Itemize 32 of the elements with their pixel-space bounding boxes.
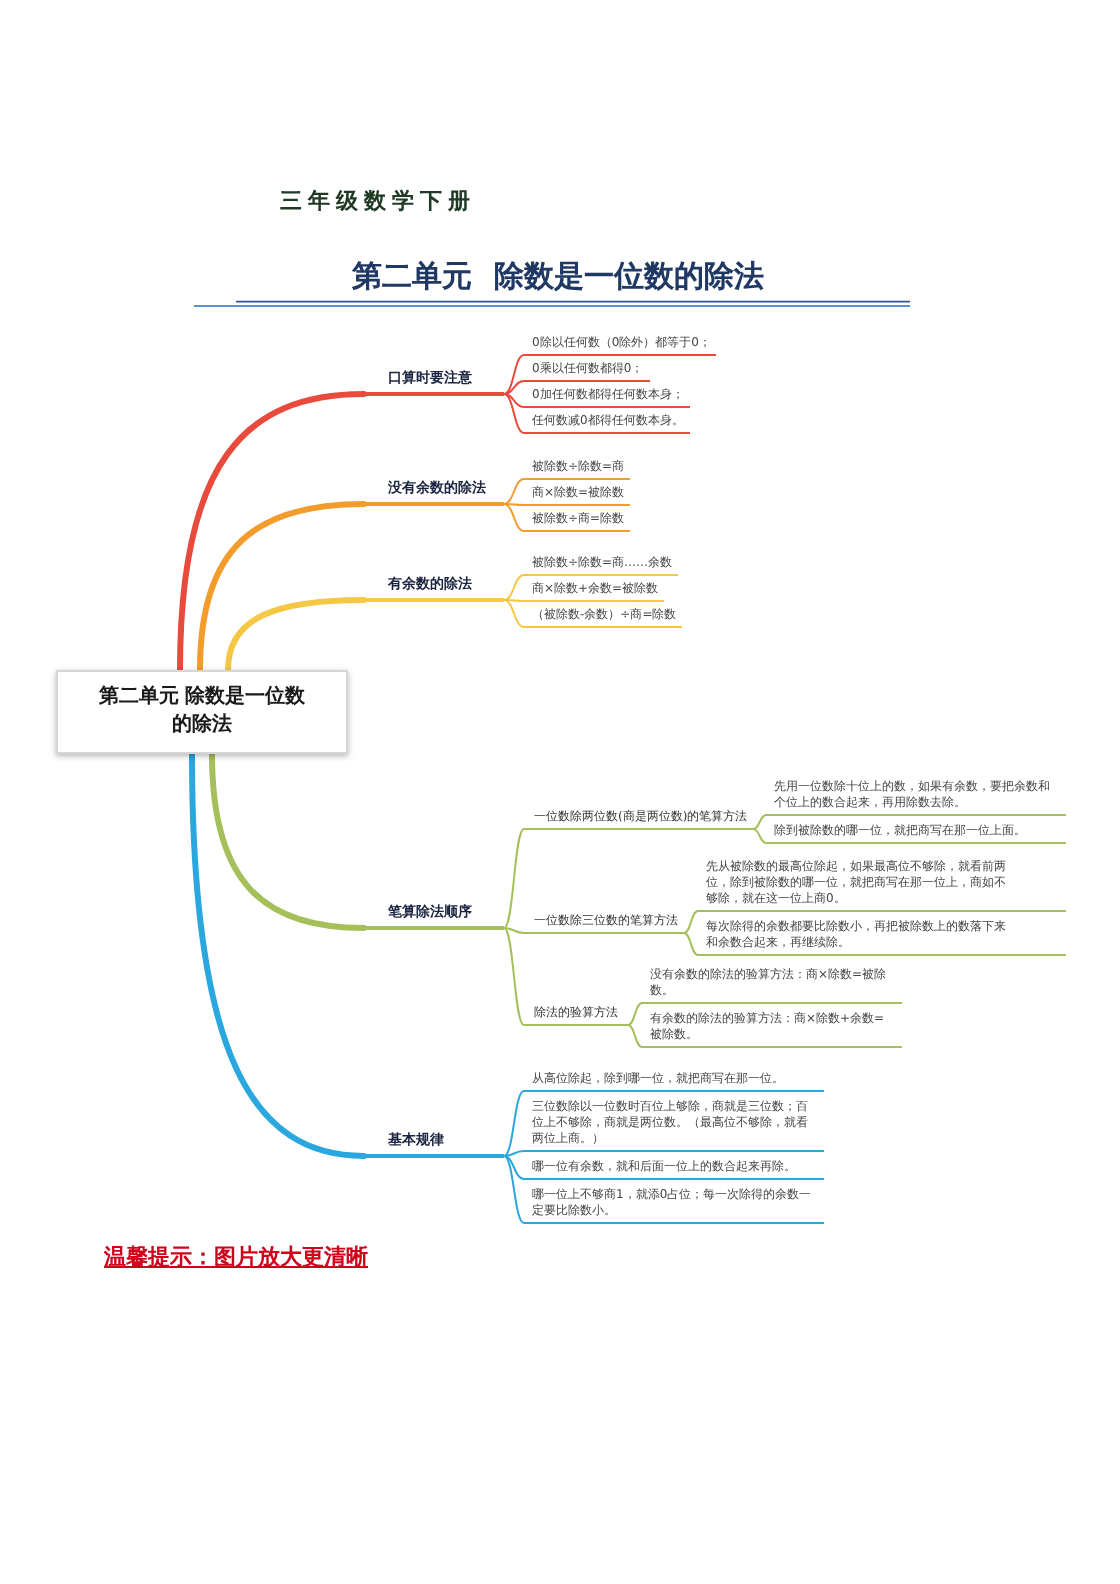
branch-line — [503, 1155, 525, 1180]
branch-line — [503, 503, 525, 506]
branch-line — [503, 380, 525, 395]
branch-line — [627, 1002, 643, 1026]
branch-line — [177, 391, 367, 673]
branch-line — [197, 501, 367, 673]
branch-line — [503, 927, 525, 934]
branch-line — [683, 932, 699, 956]
branch-line — [503, 927, 525, 1026]
branch-line — [503, 828, 525, 929]
branch-line — [225, 597, 367, 673]
branch-line — [503, 1155, 525, 1224]
branch-line — [503, 1090, 525, 1157]
branch-line — [752, 814, 767, 830]
branch-line — [503, 503, 525, 532]
branch-line — [189, 751, 367, 1159]
central-topic-box: 第二单元 除数是一位数的除法 — [56, 670, 348, 754]
branch-line — [503, 354, 525, 395]
branch-line — [627, 1024, 643, 1048]
branch-line — [503, 599, 525, 628]
branch-line — [209, 751, 367, 931]
branch-line — [503, 599, 525, 602]
page-title: 第二单元 除数是一位数的除法 — [352, 258, 765, 296]
branch-line — [503, 478, 525, 505]
branch-line — [503, 1150, 525, 1157]
branch-line — [503, 574, 525, 601]
branch-line — [683, 910, 699, 934]
branch-line — [503, 393, 525, 434]
grade-heading: 三年级数学下册 — [280, 186, 476, 216]
branch-line — [752, 828, 767, 844]
branch-line — [503, 393, 525, 408]
hint-text: 温馨提示：图片放大更清晰 — [104, 1242, 368, 1272]
